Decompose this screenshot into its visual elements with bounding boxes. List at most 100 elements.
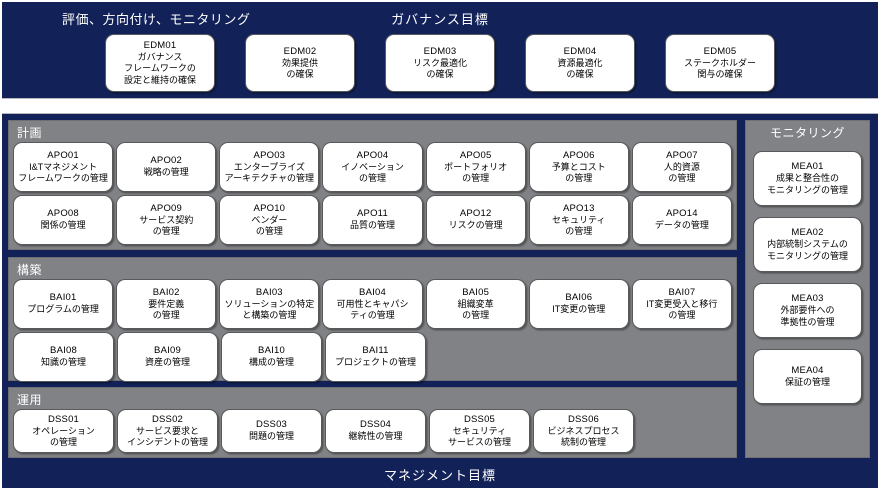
process-code: BAI06 — [565, 292, 593, 304]
process-name: サービス要求と インシデントの管理 — [126, 425, 208, 448]
process-code: APO05 — [459, 149, 492, 161]
process-code: BAI07 — [668, 286, 696, 298]
process-name: 人的資源 の管理 — [663, 161, 700, 184]
process-name: 品質の管理 — [349, 220, 395, 231]
process-code: DSS04 — [359, 419, 392, 431]
process-name: ベンダー の管理 — [251, 214, 288, 237]
process-name: 関係の管理 — [40, 220, 86, 231]
process-name: エンタープライズ アーキテクチャの管理 — [224, 161, 315, 184]
process-code: APO07 — [666, 149, 698, 161]
process-code: BAI11 — [362, 345, 389, 357]
process-name: 成果と整合性の モニタリングの管理 — [766, 173, 848, 195]
domain-label-apo: 計画 — [17, 126, 43, 140]
process-name: ソリューションの特定 と構築の管理 — [224, 298, 315, 321]
governance-title: ガバナンス目標 — [391, 12, 489, 27]
process-name: ステークホルダー 関与の確保 — [683, 57, 756, 80]
process-code: BAI09 — [154, 345, 181, 357]
process-code: EDM02 — [283, 45, 317, 57]
process-code: BAI10 — [258, 345, 285, 357]
process-code: APO14 — [666, 208, 698, 220]
process-name: 効果提供 の確保 — [281, 57, 318, 80]
process-name: プログラムの管理 — [27, 304, 99, 315]
process-code: APO11 — [357, 208, 388, 220]
process-name: 継続性の管理 — [348, 431, 403, 442]
process-name: オペレーション の管理 — [32, 425, 95, 448]
process-code: DSS06 — [567, 413, 600, 425]
process-name: 予算とコスト の管理 — [551, 161, 606, 184]
process-code: BAI03 — [255, 286, 283, 298]
process-code: MEA03 — [791, 293, 824, 304]
process-code: BAI02 — [152, 286, 180, 298]
process-name: イノベーション の管理 — [341, 161, 404, 184]
process-name: I&Tマネジメント フレームワークの管理 — [18, 161, 108, 184]
process-name: ビジネスプロセス 統制の管理 — [547, 425, 620, 448]
process-name: IT変更受入と移行 の管理 — [646, 298, 718, 321]
process-name: ポートフォリオ の管理 — [444, 161, 508, 184]
process-code: APO02 — [150, 155, 183, 167]
domain-label-dss: 運用 — [17, 393, 43, 407]
process-name: サービス契約 の管理 — [139, 214, 194, 237]
process-code: EDM03 — [423, 45, 457, 57]
process-name: データの管理 — [654, 220, 709, 231]
process-name: 要件定義 の管理 — [148, 298, 185, 321]
process-code: APO12 — [459, 208, 492, 220]
process-code: APO09 — [150, 202, 183, 214]
process-code: BAI04 — [359, 286, 386, 298]
process-name: 資産の管理 — [144, 357, 190, 368]
process-name: 戦略の管理 — [143, 167, 189, 178]
process-name: 外部要件への 準拠性の管理 — [780, 305, 835, 327]
